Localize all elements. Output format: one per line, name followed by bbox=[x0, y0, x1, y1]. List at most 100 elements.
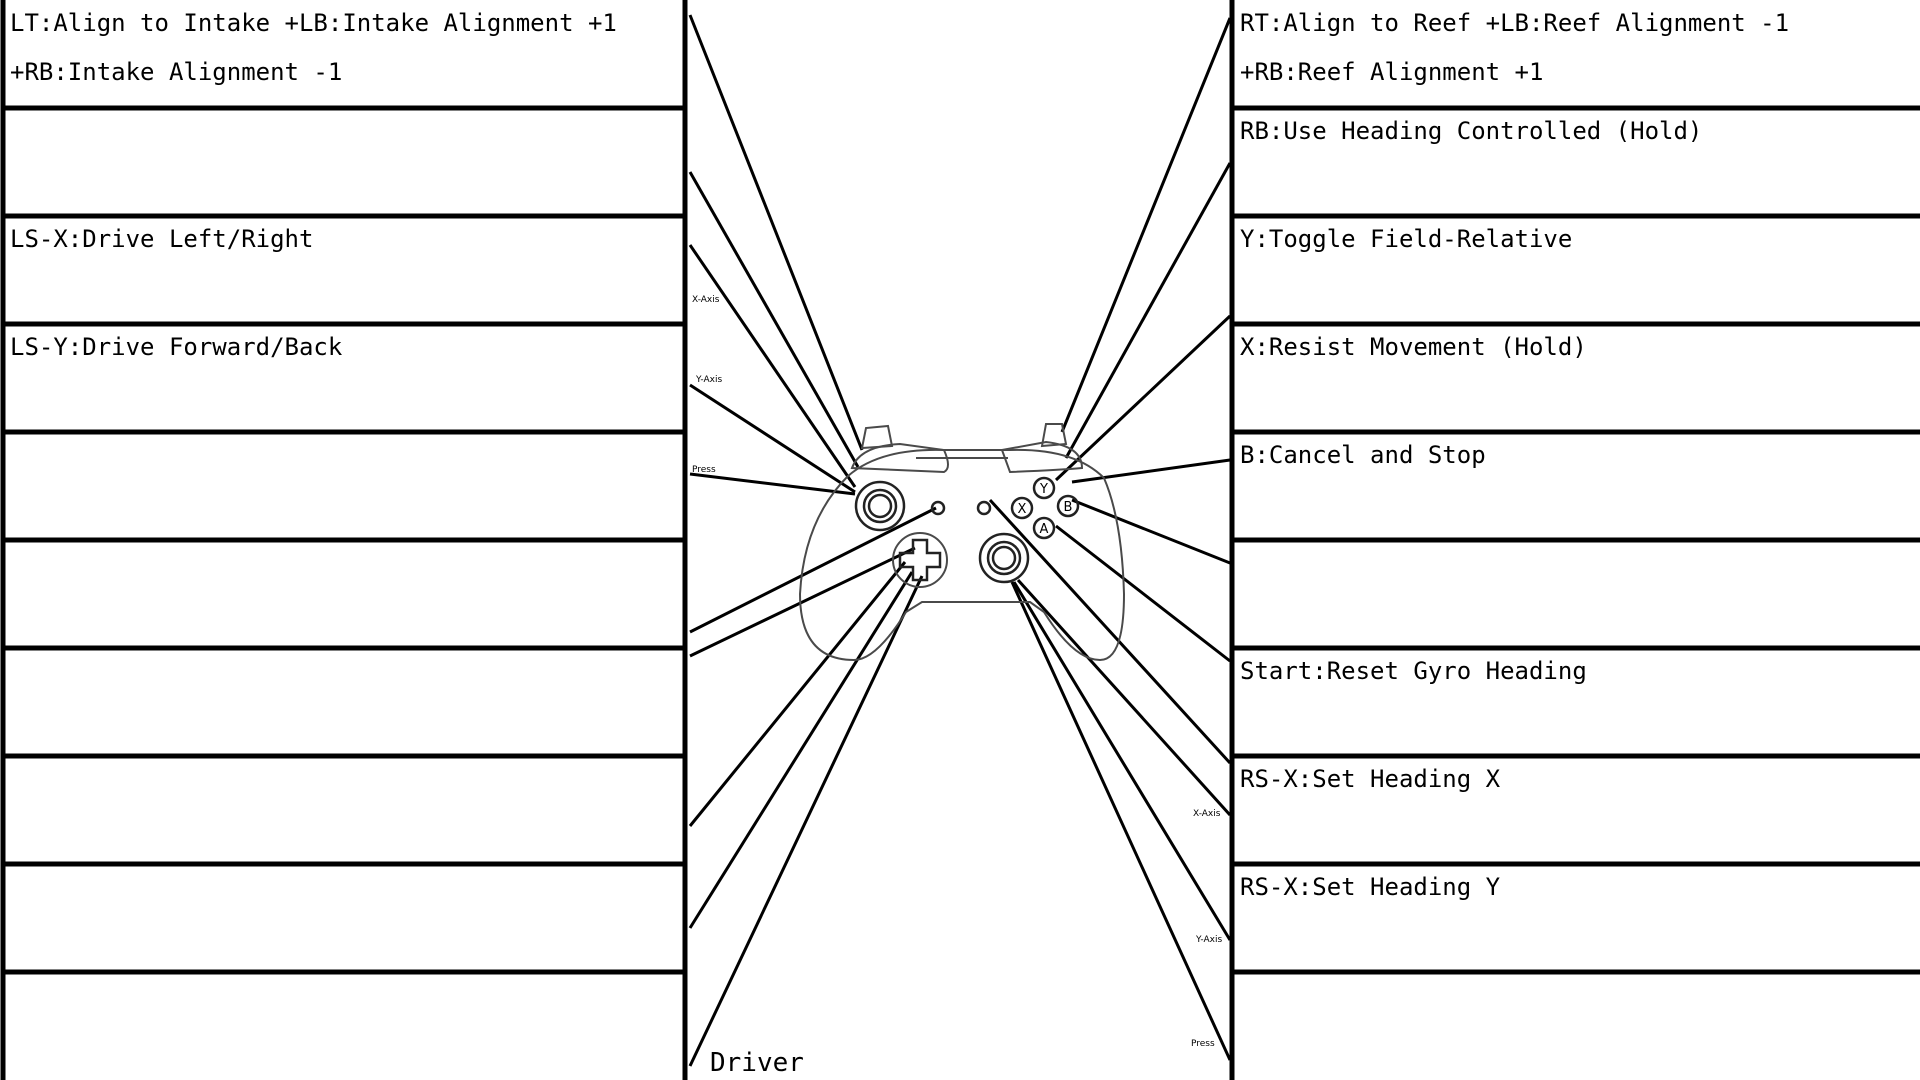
left-cell-box bbox=[0, 645, 688, 759]
dpad-icon bbox=[898, 538, 942, 582]
left-cell-line1: LS-Y:Drive Forward/Back bbox=[10, 333, 343, 361]
left-cell-box bbox=[0, 861, 688, 975]
b-button-letter: B bbox=[1064, 500, 1073, 515]
leader-line-lt bbox=[688, 14, 864, 451]
leader-line-start bbox=[988, 498, 1232, 765]
right-bumper-shape bbox=[1000, 440, 1084, 474]
left-cell bbox=[0, 753, 688, 867]
leader-line-rt bbox=[1060, 17, 1232, 433]
left-cell-line1: LT:Align to Intake +LB:Intake Alignment … bbox=[10, 9, 617, 37]
right-cell-box bbox=[1229, 429, 1920, 543]
leader-line-lb bbox=[688, 171, 860, 468]
leader-line-rs-x bbox=[1016, 578, 1232, 817]
leader-line-dpad-up bbox=[688, 561, 907, 827]
y-button-letter: Y bbox=[1039, 482, 1048, 497]
a-button-icon: A bbox=[1032, 516, 1056, 540]
left-cell bbox=[0, 969, 688, 1080]
right-cell-box bbox=[1229, 969, 1920, 1080]
right-cell-line1: RB:Use Heading Controlled (Hold) bbox=[1240, 117, 1702, 145]
leader-line-rs-y bbox=[1012, 581, 1232, 941]
view-button-icon bbox=[930, 500, 946, 516]
right-cell-line1: RS-X:Set Heading Y bbox=[1240, 873, 1501, 901]
right-panel: RT:Align to Reef +LB:Reef Alignment -1 +… bbox=[1229, 0, 1920, 1080]
left-cell-box bbox=[0, 0, 688, 111]
leader-line-rs-press bbox=[1010, 581, 1232, 1061]
driver-label: Driver bbox=[710, 1048, 804, 1078]
right-cell: RB:Use Heading Controlled (Hold) bbox=[1229, 105, 1920, 219]
right-cell: Y:Toggle Field-Relative bbox=[1229, 213, 1920, 327]
right-x-axis-label: X-Axis bbox=[1193, 809, 1221, 819]
left-cell bbox=[0, 861, 688, 975]
x-button-letter: X bbox=[1018, 502, 1027, 517]
leader-line-ls-y bbox=[689, 383, 856, 494]
right-cell-box bbox=[1229, 645, 1920, 759]
right-stick-cap-icon bbox=[986, 540, 1022, 576]
right-cell-box bbox=[1229, 321, 1920, 435]
left-cell-box bbox=[0, 105, 688, 219]
left-cell-box bbox=[0, 429, 688, 543]
b-button-icon: B bbox=[1056, 494, 1080, 518]
right-cell: RS-X:Set Heading X bbox=[1229, 753, 1920, 867]
right-stick-icon bbox=[978, 532, 1030, 584]
leader-line-rb bbox=[1064, 162, 1232, 459]
left-stick-icon bbox=[854, 480, 906, 532]
left-cell-line2: +RB:Intake Alignment -1 bbox=[10, 58, 342, 86]
right-press-label: Press bbox=[1191, 1039, 1215, 1049]
leader-line-b bbox=[1071, 498, 1231, 565]
right-cell-line1: X:Resist Movement (Hold) bbox=[1240, 333, 1587, 361]
leader-line-ls-x bbox=[688, 244, 857, 488]
leader-line-dpad-down bbox=[688, 575, 924, 1067]
a-button-letter: A bbox=[1040, 522, 1049, 537]
left-cell: LS-Y:Drive Forward/Back bbox=[0, 321, 688, 435]
leader-line-dpad-right bbox=[688, 571, 914, 929]
left-cell bbox=[0, 537, 688, 651]
right-cell-box bbox=[1229, 537, 1920, 651]
left-x-axis-label: X-Axis bbox=[692, 295, 720, 305]
right-cell bbox=[1229, 969, 1920, 1080]
right-cell: B:Cancel and Stop bbox=[1229, 429, 1920, 543]
right-cell: X:Resist Movement (Hold) bbox=[1229, 321, 1920, 435]
right-cell: RS-X:Set Heading Y bbox=[1229, 861, 1920, 975]
menu-button-icon bbox=[976, 500, 992, 516]
x-button-icon: X bbox=[1010, 496, 1034, 520]
leader-line-y bbox=[1054, 314, 1232, 482]
right-cell-box bbox=[1229, 0, 1920, 111]
right-cell: RT:Align to Reef +LB:Reef Alignment -1 +… bbox=[1229, 0, 1920, 111]
left-stick-center-icon bbox=[867, 493, 893, 519]
left-cell-box bbox=[0, 537, 688, 651]
right-cell: Start:Reset Gyro Heading bbox=[1229, 645, 1920, 759]
right-cell bbox=[1229, 537, 1920, 651]
left-leader-lines bbox=[688, 14, 937, 1067]
left-panel: LT:Align to Intake +LB:Intake Alignment … bbox=[0, 0, 688, 1080]
right-stick-center-icon bbox=[991, 545, 1017, 571]
left-cell bbox=[0, 105, 688, 219]
right-y-axis-label: Y-Axis bbox=[1195, 935, 1222, 945]
left-cell-line1: LS-X:Drive Left/Right bbox=[10, 225, 313, 253]
left-cell: LT:Align to Intake +LB:Intake Alignment … bbox=[0, 0, 688, 111]
right-cell-line1: B:Cancel and Stop bbox=[1240, 441, 1486, 469]
left-cell-box bbox=[0, 213, 688, 327]
y-button-icon: Y bbox=[1032, 476, 1056, 500]
controller-body bbox=[798, 448, 1126, 662]
right-cell-line1: RS-X:Set Heading X bbox=[1240, 765, 1501, 793]
right-cell-line2: +RB:Reef Alignment +1 bbox=[1240, 58, 1543, 86]
right-cell-box bbox=[1229, 753, 1920, 867]
leader-line-a bbox=[1055, 524, 1231, 663]
leader-line-back bbox=[689, 506, 937, 634]
left-cell: LS-X:Drive Left/Right bbox=[0, 213, 688, 327]
right-cell-line1: RT:Align to Reef +LB:Reef Alignment -1 bbox=[1240, 9, 1789, 37]
leader-line-b-top bbox=[1071, 458, 1231, 484]
left-cell bbox=[0, 645, 688, 759]
left-y-axis-label: Y-Axis bbox=[695, 375, 722, 385]
right-cell-line1: Start:Reset Gyro Heading bbox=[1240, 657, 1587, 685]
right-cell-box bbox=[1229, 861, 1920, 975]
leader-line-dpad-left bbox=[689, 546, 916, 658]
left-cell-box bbox=[0, 969, 688, 1080]
leader-line-ls-press bbox=[689, 472, 856, 496]
left-cell bbox=[0, 429, 688, 543]
left-cell-box bbox=[0, 753, 688, 867]
right-leader-lines bbox=[988, 17, 1232, 1061]
dpad-ring-icon bbox=[892, 532, 948, 588]
controller-illustration: Y X B A bbox=[798, 423, 1126, 662]
